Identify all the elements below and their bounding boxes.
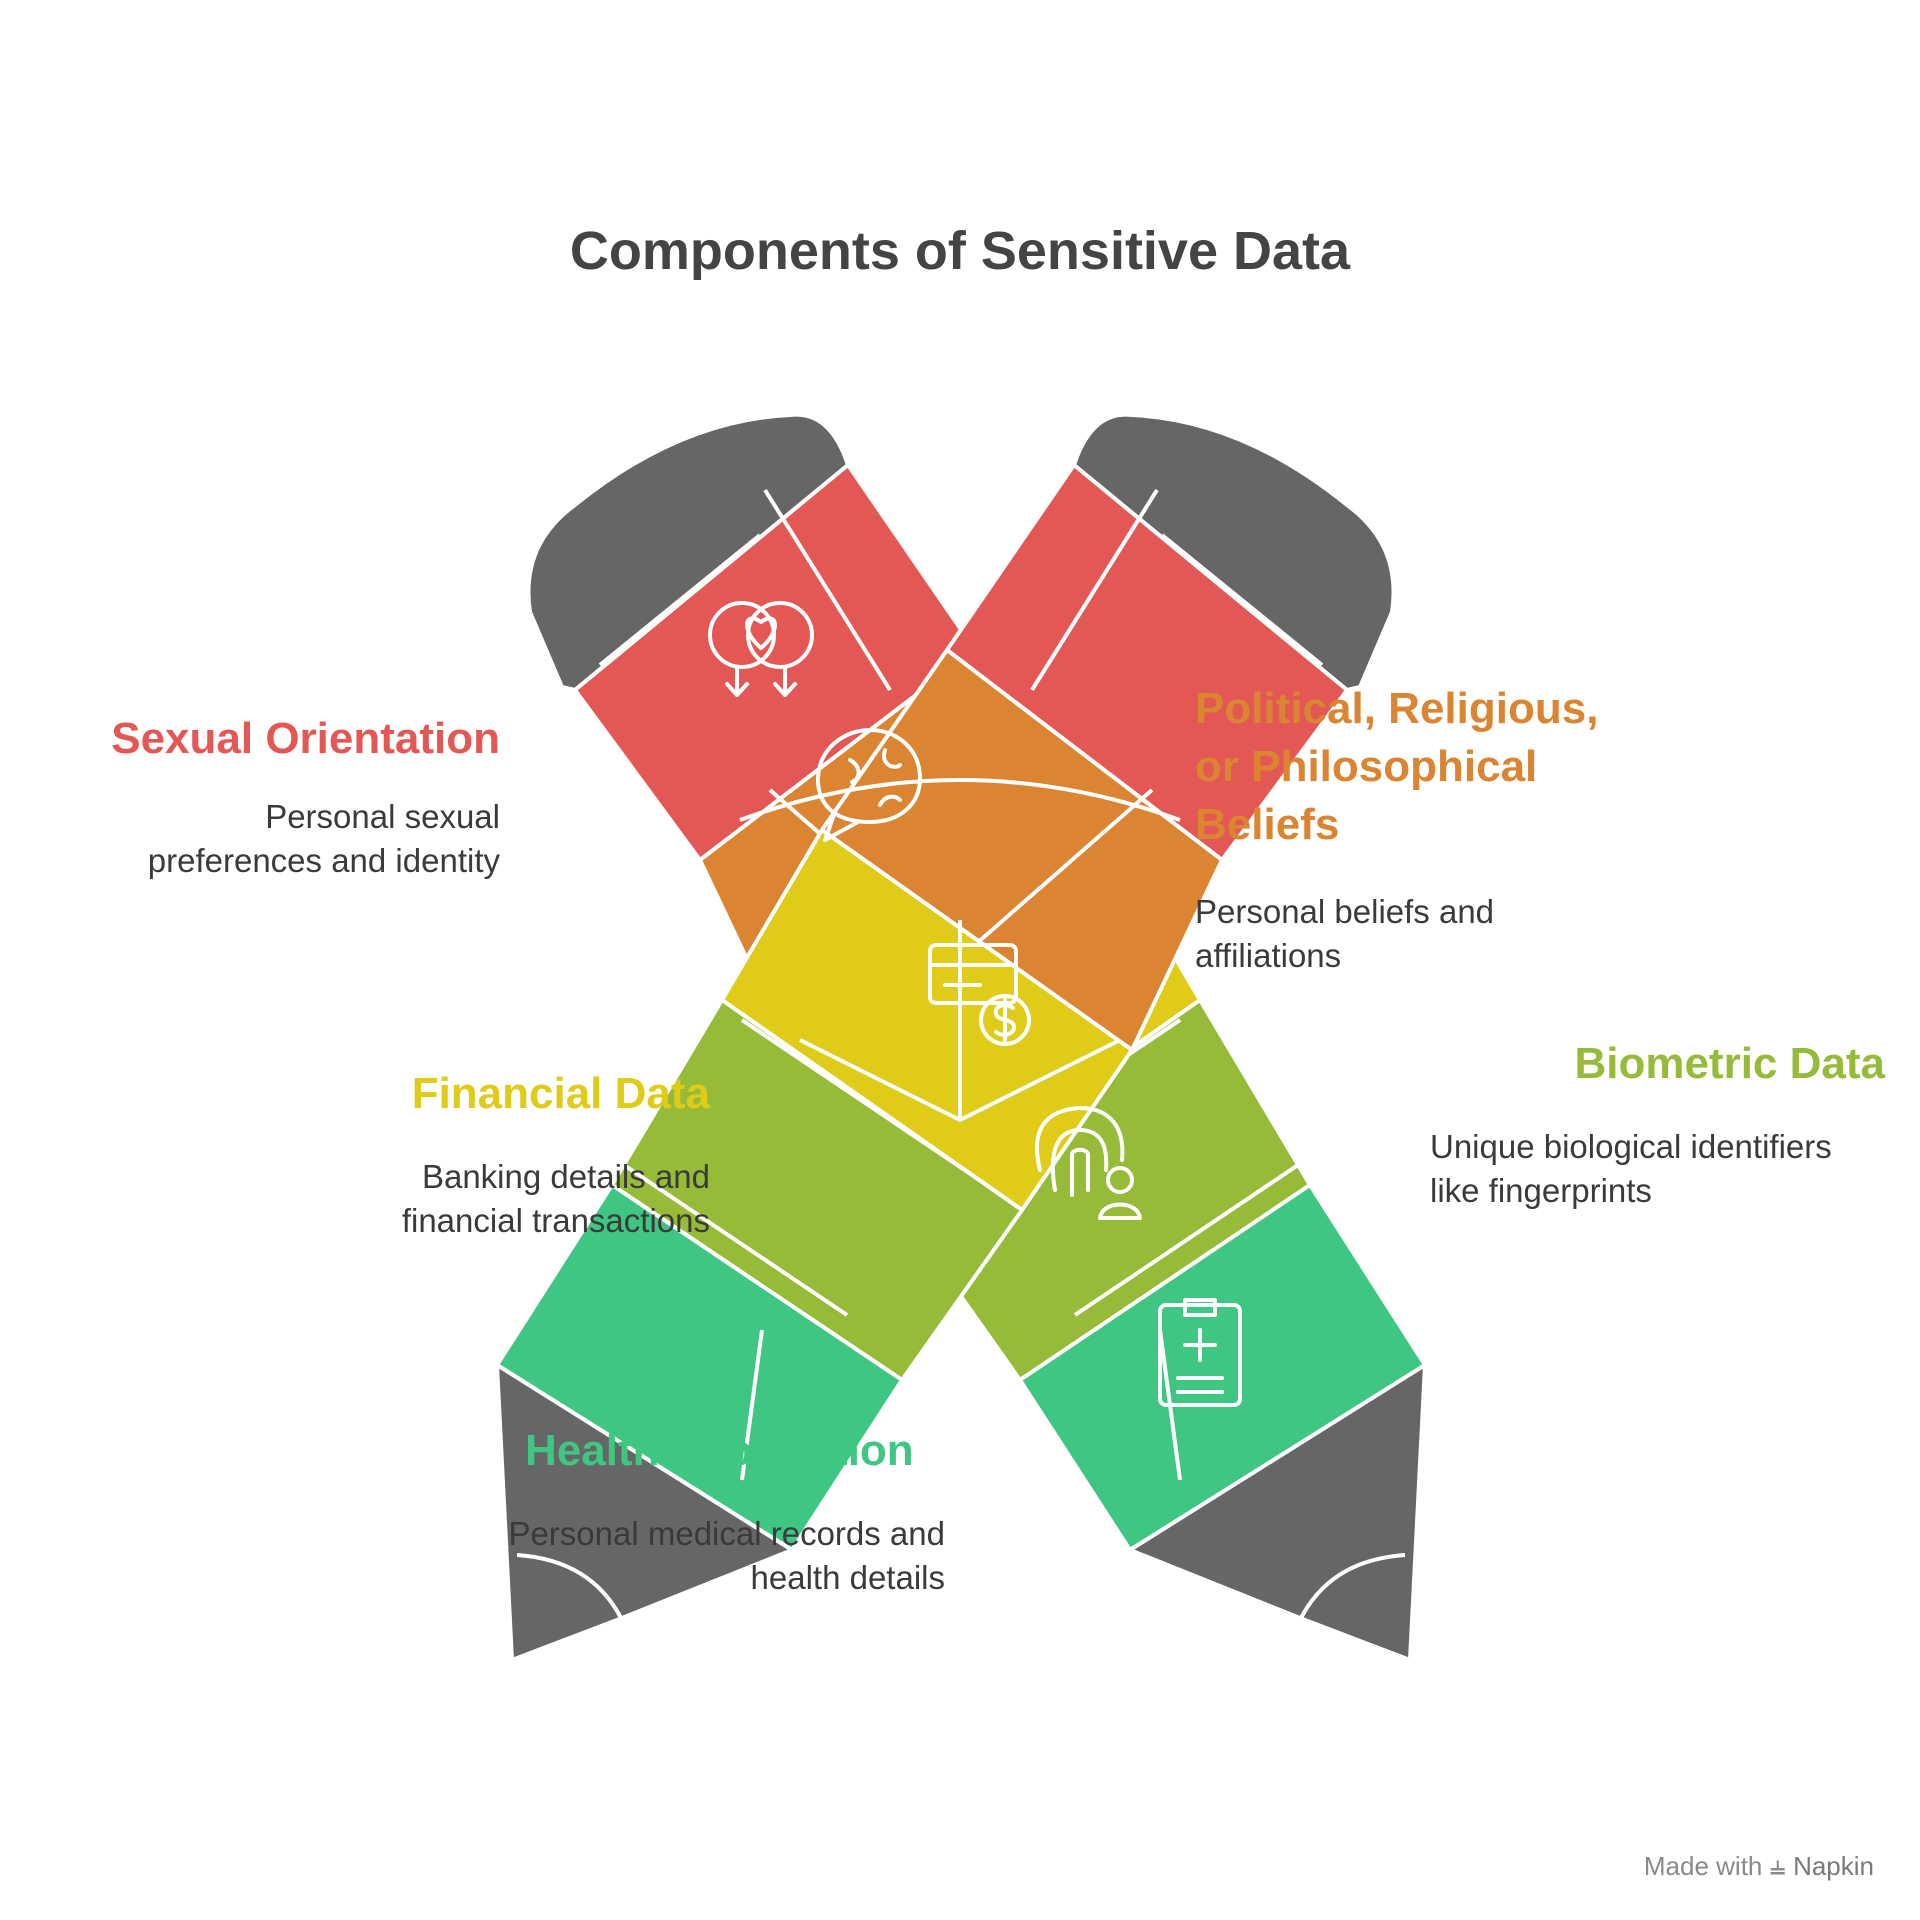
pencil-b-eraser [1072, 412, 1396, 692]
gender-symbols-heart-icon [708, 601, 814, 697]
health-information-desc: Personal medical records and health deta… [508, 1515, 945, 1596]
napkin-logo-icon: ⫨ [1770, 1850, 1786, 1880]
footer-credit: Made with ⫨ Napkin [1644, 1850, 1874, 1882]
biometric-data-label: Biometric Data [1574, 1039, 1885, 1088]
health-information-label: Health Information [525, 1426, 914, 1475]
credit-card-dollar-icon [928, 943, 1031, 1046]
beliefs-desc: Personal beliefs and affiliations [1195, 893, 1495, 974]
made-with-text: Made with [1643, 1850, 1763, 1881]
pencil-a-eraser [526, 412, 850, 692]
sexual-orientation-label: Sexual Orientation [111, 714, 500, 763]
medical-clipboard-icon [1158, 1298, 1242, 1407]
beliefs-label: Political, Religious, or Philosophical B… [1195, 684, 1599, 849]
napkin-brand: Napkin [1793, 1850, 1874, 1881]
financial-data-desc: Banking details and financial transactio… [401, 1158, 710, 1239]
globe-speech-bubble-icon [816, 728, 922, 842]
financial-data-label: Financial Data [411, 1069, 710, 1118]
pencil-a-tip [1128, 1363, 1427, 1662]
biometric-data-desc: Unique biological identifiers like finge… [1430, 1128, 1832, 1209]
sexual-orientation-desc: Personal sexual preferences and identity [147, 798, 500, 879]
fingerprint-user-icon [1034, 1106, 1142, 1220]
page-title: Components of Sensitive Data [569, 221, 1351, 281]
pencil-b-tip [495, 1363, 794, 1662]
